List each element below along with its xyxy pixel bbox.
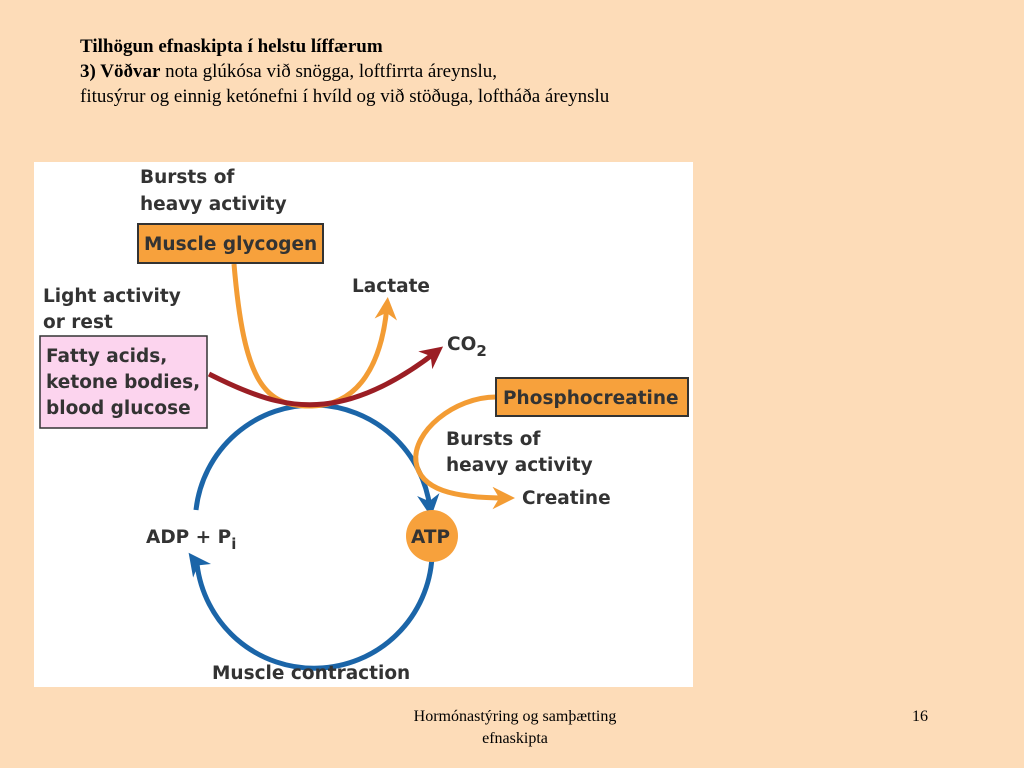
fuels-box xyxy=(39,335,208,429)
fuels-line3: blood glucose xyxy=(46,398,191,419)
diagram-canvas: Bursts of heavy activity Muscle glycogen… xyxy=(39,167,689,684)
cycle-arrow-up xyxy=(188,552,212,578)
creatine-label: Creatine xyxy=(522,488,611,509)
fuels-line2: ketone bodies, xyxy=(46,372,200,393)
fuels-co2-arrow xyxy=(207,346,444,408)
co2-label: CO2 xyxy=(447,334,487,360)
atp-label: ATP xyxy=(411,527,450,548)
slide-line3: fitusýrur og einnig ketónefni í hvíld og… xyxy=(80,86,610,107)
phosphocreatine-creatine-arrow xyxy=(413,394,515,510)
atp-circle xyxy=(406,510,458,562)
slide-subtitle: 3) Vöðvar nota glúkósa við snögga, loftf… xyxy=(80,59,609,84)
subtitle-rest: nota glúkósa við snögga, loftfirrta árey… xyxy=(160,61,498,82)
cycle-arc-bottom xyxy=(194,556,435,671)
footer: Hormónastýring og samþætting efnaskipta xyxy=(360,706,670,750)
muscle-contraction-label: Muscle contraction xyxy=(212,663,410,684)
bursts-top-line2: heavy activity xyxy=(140,194,287,215)
phosphocreatine-box xyxy=(495,377,689,417)
page-number: 16 xyxy=(912,708,928,725)
footer-line2: efnaskipta xyxy=(482,730,548,747)
slide-title: Tilhögun efnaskipta í helstu líffærum xyxy=(80,36,383,57)
bursts-top-line1: Bursts of xyxy=(140,167,235,188)
bursts-right-line2: heavy activity xyxy=(446,455,593,476)
phosphocreatine-label: Phosphocreatine xyxy=(503,388,679,409)
subtitle-bold: 3) Vöðvar xyxy=(80,61,161,82)
metabolism-diagram: Bursts of heavy activity Muscle glycogen… xyxy=(34,162,693,687)
fuels-line1: Fatty acids, xyxy=(46,346,167,367)
footer-line1: Hormónastýring og samþætting xyxy=(413,708,617,725)
cycle-arc-left xyxy=(193,402,318,511)
light-activity-line1: Light activity xyxy=(43,286,181,307)
adp-label: ADP + Pi xyxy=(146,527,236,553)
muscle-glycogen-box xyxy=(137,223,324,264)
slide-text: Tilhögun efnaskipta í helstu líffærum 3)… xyxy=(80,34,609,109)
lactate-label: Lactate xyxy=(352,276,430,297)
cycle-arc-right xyxy=(316,402,440,517)
muscle-glycogen-label: Muscle glycogen xyxy=(144,234,317,255)
light-activity-line2: or rest xyxy=(43,312,113,333)
bursts-right-line1: Bursts of xyxy=(446,429,541,450)
